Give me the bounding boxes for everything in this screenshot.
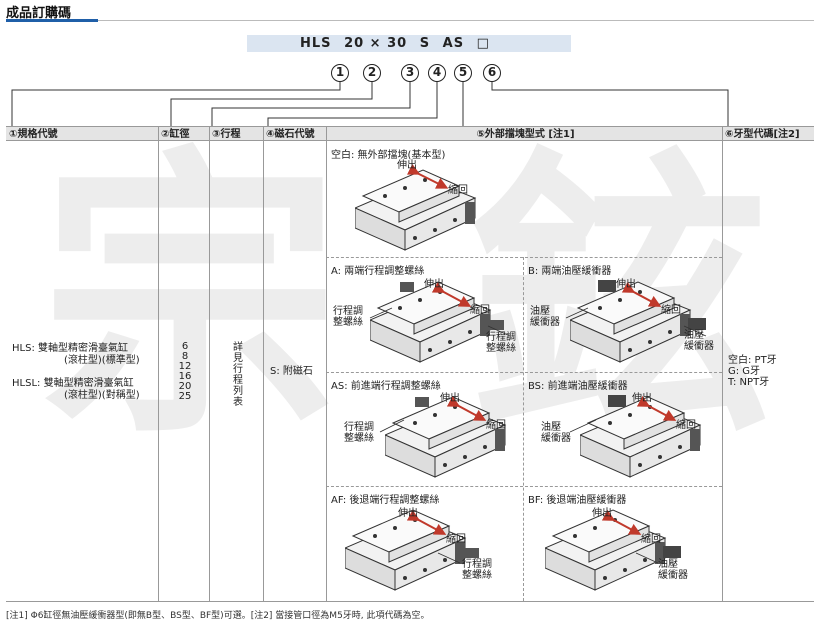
bore-value: 6 bbox=[181, 341, 189, 352]
col-divider bbox=[326, 126, 327, 602]
grid-divider bbox=[326, 372, 722, 373]
slide-table-bs-drawing bbox=[580, 395, 701, 478]
order-code: HLS 20 × 30 S AS □ bbox=[300, 36, 530, 51]
bore-value: 16 bbox=[178, 371, 192, 382]
stopper-option-blank: 空白: 無外部擋塊(基本型) bbox=[331, 150, 446, 161]
marker-6: 6 bbox=[483, 64, 501, 82]
marker-4: 4 bbox=[428, 64, 446, 82]
bore-list: 6 8 12 16 20 25 bbox=[177, 342, 193, 402]
bore-value: 20 bbox=[178, 381, 192, 392]
slide-table-b-drawing bbox=[570, 280, 706, 363]
code-part-thread: □ bbox=[476, 36, 490, 51]
stopper-option-af: AF: 後退端行程調整螺絲 bbox=[331, 495, 440, 506]
order-code-bar bbox=[247, 35, 571, 52]
label-retract: 縮回 bbox=[661, 305, 681, 316]
col-header-thread: ⑥牙型代碼[注2] bbox=[722, 126, 814, 141]
col-header-stroke: ③行程 bbox=[209, 126, 263, 141]
label-shock-absorber: 油壓緩衝器 bbox=[658, 559, 688, 581]
label-shock-absorber: 油壓緩衝器 bbox=[541, 422, 571, 444]
stroke-char: 見 bbox=[233, 353, 243, 364]
col-divider bbox=[263, 126, 264, 602]
grid-divider bbox=[326, 486, 722, 487]
thread-option-g: G: G牙 bbox=[728, 366, 761, 377]
spec-hlsl-type: (滾柱型)(對稱型) bbox=[64, 390, 140, 401]
spec-hlsl-code: HLSL: bbox=[12, 378, 41, 389]
label-adjust-screw: 行程調整螺絲 bbox=[344, 422, 374, 444]
magnet-option: S: 附磁石 bbox=[270, 366, 313, 377]
stroke-see-table: 詳 見 行 程 列 表 bbox=[232, 342, 244, 408]
slide-table-af-drawing bbox=[345, 509, 479, 591]
thread-option-npt: T: NPT牙 bbox=[728, 377, 770, 388]
label-retract: 縮回 bbox=[448, 185, 468, 196]
label-retract: 縮回 bbox=[470, 305, 490, 316]
label-retract: 縮回 bbox=[486, 420, 506, 431]
label-extend: 伸出 bbox=[398, 508, 418, 519]
slide-table-as-drawing bbox=[385, 396, 506, 478]
table-bottom-rule bbox=[6, 601, 814, 602]
col-header-stopper: ⑤外部擋塊型式 [注1] bbox=[326, 126, 722, 141]
col-divider bbox=[722, 126, 723, 602]
label-shock-absorber: 油壓緩衝器 bbox=[684, 330, 714, 352]
stroke-char: 列 bbox=[233, 386, 243, 397]
label-retract: 縮回 bbox=[676, 420, 696, 431]
spec-hls-code: HLS: bbox=[12, 343, 35, 354]
label-extend: 伸出 bbox=[592, 508, 612, 519]
stroke-char: 詳 bbox=[233, 342, 243, 353]
leader-lines bbox=[11, 82, 729, 126]
stopper-option-bs: BS: 前進端油壓緩衝器 bbox=[528, 381, 628, 392]
page-title: 成品訂購碼 bbox=[6, 6, 72, 21]
code-part-stopper: AS bbox=[442, 36, 465, 51]
label-adjust-screw: 行程調整螺絲 bbox=[462, 559, 492, 581]
label-retract: 縮回 bbox=[446, 534, 466, 545]
slide-table-bf-drawing bbox=[545, 509, 681, 591]
grid-divider bbox=[326, 257, 722, 258]
stroke-char: 程 bbox=[233, 375, 243, 386]
marker-1: 1 bbox=[331, 64, 349, 82]
spec-hls-type: (滾柱型)(標準型) bbox=[64, 355, 140, 366]
col-header-bore: ②缸徑 bbox=[158, 126, 209, 141]
col-divider bbox=[158, 126, 159, 602]
label-retract: 縮回 bbox=[641, 534, 661, 545]
stopper-option-bf: BF: 後退端油壓緩衝器 bbox=[528, 495, 627, 506]
footnote: [注1] Φ6缸徑無油壓緩衝器型(即無B型、BS型、BF型)可選。[注2] 當接… bbox=[6, 611, 430, 621]
label-extend: 伸出 bbox=[632, 393, 652, 404]
watermark-char-1: 宗 bbox=[40, 125, 340, 474]
stopper-option-b: B: 兩端油壓緩衝器 bbox=[528, 266, 612, 277]
bore-value: 8 bbox=[181, 351, 189, 362]
marker-3: 3 bbox=[401, 64, 419, 82]
code-part-magnet: S bbox=[419, 36, 431, 51]
label-extend: 伸出 bbox=[440, 393, 460, 404]
spec-hls: HLS: 雙軸型精密滑臺氣缸 (滾柱型)(標準型) bbox=[12, 343, 140, 367]
thread-option-pt: 空白: PT牙 bbox=[728, 355, 777, 366]
bore-value: 12 bbox=[178, 361, 192, 372]
code-part-bore-stroke: 20 × 30 bbox=[344, 36, 408, 51]
grid-divider bbox=[523, 257, 524, 601]
bore-value: 25 bbox=[178, 391, 192, 402]
slide-table-a-drawing bbox=[370, 281, 504, 363]
code-part-spec: HLS bbox=[300, 36, 332, 51]
col-divider bbox=[209, 126, 210, 602]
marker-5: 5 bbox=[454, 64, 472, 82]
label-extend: 伸出 bbox=[397, 160, 417, 171]
col-header-magnet: ④磁石代號 bbox=[263, 126, 326, 141]
spec-hls-desc: 雙軸型精密滑臺氣缸 bbox=[38, 343, 128, 354]
title-divider bbox=[98, 20, 814, 21]
label-adjust-screw: 行程調整螺絲 bbox=[486, 332, 516, 354]
spec-hlsl: HLSL: 雙軸型精密滑臺氣缸 (滾柱型)(對稱型) bbox=[12, 378, 140, 402]
stopper-option-as: AS: 前進端行程調整螺絲 bbox=[331, 381, 441, 392]
marker-2: 2 bbox=[363, 64, 381, 82]
label-adjust-screw: 行程調整螺絲 bbox=[333, 306, 363, 328]
stopper-option-a: A: 兩端行程調整螺絲 bbox=[331, 266, 425, 277]
label-extend: 伸出 bbox=[424, 279, 444, 290]
spec-hlsl-desc: 雙軸型精密滑臺氣缸 bbox=[43, 378, 134, 389]
title-accent-bar bbox=[6, 19, 98, 22]
label-shock-absorber: 油壓緩衝器 bbox=[530, 306, 560, 328]
col-header-spec: ①規格代號 bbox=[6, 126, 158, 141]
stroke-char: 行 bbox=[233, 364, 243, 375]
label-extend: 伸出 bbox=[616, 279, 636, 290]
stroke-char: 表 bbox=[233, 397, 243, 408]
thread-options: 空白: PT牙 G: G牙 T: NPT牙 bbox=[728, 355, 777, 388]
